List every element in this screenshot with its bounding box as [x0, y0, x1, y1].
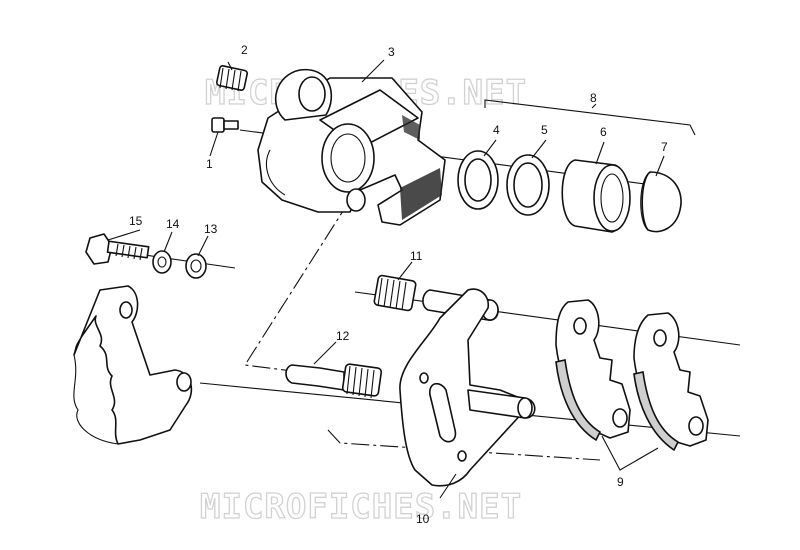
dust-seal — [506, 154, 550, 216]
callout-1: 1 — [206, 157, 213, 171]
piston-cap — [640, 171, 682, 233]
bleeder-fitting — [211, 117, 239, 133]
callout-3: 3 — [388, 45, 395, 59]
callout-14: 14 — [166, 217, 180, 231]
callout-2: 2 — [241, 43, 248, 57]
knuckle-mount — [73, 285, 193, 445]
brake-pad-outer — [633, 312, 709, 452]
callout-9: 9 — [617, 475, 624, 489]
callout-5: 5 — [541, 123, 548, 137]
caliper-body — [257, 68, 446, 226]
callout-15: 15 — [129, 214, 143, 228]
watermark-bottom: MICROFICHES.NET — [200, 487, 522, 527]
spring-sleeve-upper — [373, 274, 417, 312]
callout-10: 10 — [416, 512, 430, 526]
mounting-bolt — [85, 233, 150, 265]
kit-bracket — [484, 99, 696, 136]
spring-sleeve-lower — [341, 363, 383, 399]
callout-8: 8 — [590, 91, 597, 105]
callout-11: 11 — [410, 249, 423, 263]
callout-4: 4 — [493, 123, 500, 137]
piston-seal — [457, 150, 499, 210]
brake-pad-inner — [555, 299, 631, 442]
lock-washer — [152, 250, 172, 274]
guide-pin-lower — [285, 364, 345, 391]
callout-7: 7 — [661, 140, 668, 154]
callout-6: 6 — [600, 125, 607, 139]
callout-12: 12 — [336, 329, 350, 343]
leader-lines — [107, 59, 665, 499]
callout-13: 13 — [204, 222, 218, 236]
caliper-bracket — [399, 288, 536, 487]
bleeder-screw — [215, 65, 249, 92]
flat-washer — [185, 253, 207, 279]
callout-labels: 1 2 3 4 5 6 7 8 9 10 11 12 13 14 15 — [129, 43, 668, 526]
piston — [561, 159, 631, 233]
